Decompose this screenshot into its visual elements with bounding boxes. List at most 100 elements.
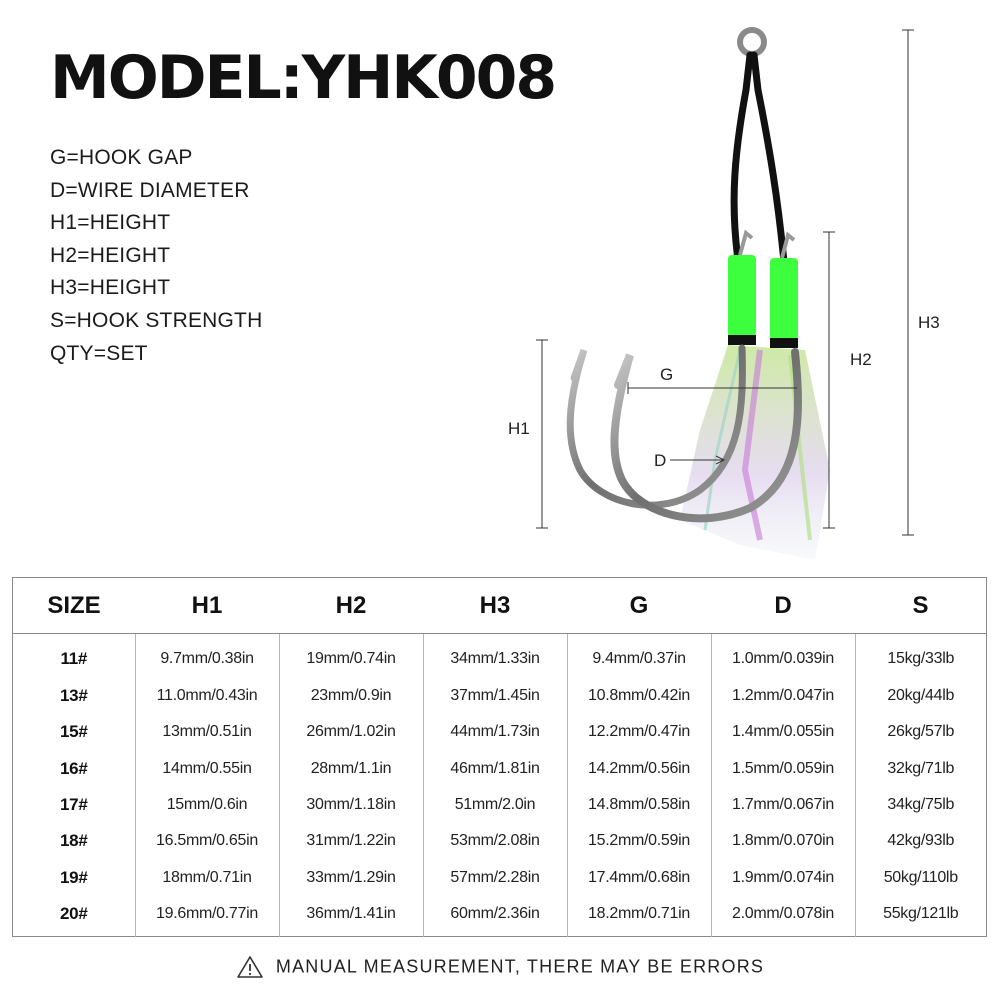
cell-g: 17.4mm/0.68in [567,859,712,896]
thread-wrap-right-icon [770,258,798,340]
table-row: 11# 9.7mm/0.38in 19mm/0.74in 34mm/1.33in… [12,633,987,678]
table-row: 13# 11.0mm/0.43in 23mm/0.9in 37mm/1.45in… [12,678,987,715]
h1-label: H1 [508,419,530,438]
cell-d: 1.7mm/0.067in [711,786,856,824]
legend-item-g: G=HOOK GAP [50,146,193,169]
model-title: MODEL:YHK008 [50,43,557,113]
cell-d: 1.4mm/0.055in [711,714,856,751]
hook-front-icon [610,348,802,523]
table-row: 20# 19.6mm/0.77in 36mm/1.41in 60mm/2.36i… [12,895,987,937]
cell-h2: 23mm/0.9in [279,678,424,715]
cell-d: 1.0mm/0.039in [711,633,856,678]
disclaimer-footer: MANUAL MEASUREMENT, THERE MAY BE ERRORS [0,955,1000,979]
thread-knot-left-icon [728,335,756,345]
g-dimension-line [627,382,797,394]
legend-item-h3: H3=HEIGHT [50,276,171,300]
cell-h2: 33mm/1.29in [279,859,424,896]
disclaimer-text: MANUAL MEASUREMENT, THERE MAY BE ERRORS [275,956,765,977]
cell-d: 1.5mm/0.059in [711,750,856,787]
solid-ring-icon [737,27,767,57]
thread-wrap-left-icon [728,255,756,337]
legend-item-d: D=WIRE DIAMETER [50,178,250,202]
flash-skirt-icon [680,345,830,560]
cell-s: 26kg/57lb [887,723,955,741]
table-row: 17# 15mm/0.6in 30mm/1.18in 51mm/2.0in 14… [12,786,987,824]
hook-diagram: H1 H2 H3 G D [508,27,940,560]
h2-dimension-line [823,231,835,529]
cell-s: 55kg/121lb [883,904,959,922]
cell-h2: 31mm/1.22in [279,823,424,860]
cell-d: 1.2mm/0.047in [711,678,856,715]
cell-d: 1.8mm/0.070in [711,823,856,860]
spec-table: SIZE H1 H2 H3 G D S 11# 9.7mm/0.38in 19m… [12,577,987,938]
header-size: SIZE [12,577,135,634]
cell-h3: 53mm/2.08in [423,823,568,860]
cell-h1: 15mm/0.6in [135,786,280,824]
cell-h1: 16.5mm/0.65in [135,823,280,860]
cell-g: 18.2mm/0.71in [567,895,712,937]
cell-h1: 18mm/0.71in [135,859,280,896]
cell-s: 34kg/75lb [887,796,955,814]
header-h3: H3 [423,577,567,634]
cell-size: 13# [12,678,136,715]
cell-h2: 30mm/1.18in [279,786,424,824]
header-g: G [567,577,711,634]
legend-list: G=HOOK GAP D=WIRE DIAMETER H1=HEIGHT H2=… [50,145,262,373]
assist-cord-icon [730,51,788,266]
table-row: 19# 18mm/0.71in 33mm/1.29in 57mm/2.28in … [12,859,987,896]
d-label: D [654,451,666,470]
h3-label: H3 [918,313,940,332]
cell-h3: 34mm/1.33in [423,633,568,678]
table-row: 16# 14mm/0.55in 28mm/1.1in 46mm/1.81in 1… [12,750,987,787]
cell-h1: 9.7mm/0.38in [135,633,280,678]
thread-knot-right-icon [770,338,798,348]
legend-item-qty: QTY=SET [50,341,148,365]
cell-d: 2.0mm/0.078in [711,895,856,937]
cell-size: 15# [12,714,136,751]
table-row: 18# 16.5mm/0.65in 31mm/1.22in 53mm/2.08i… [12,823,987,860]
header-h2: H2 [279,577,423,634]
cell-h3: 46mm/1.81in [423,750,568,787]
h1-dimension-line [536,339,548,529]
cell-s: 15kg/33lb [887,650,955,667]
cell-g: 12.2mm/0.47in [567,714,712,751]
g-label: G [660,365,673,384]
cell-h1: 14mm/0.55in [135,750,280,787]
legend-item-h2: H2=HEIGHT [50,243,171,267]
cell-size: 18# [12,823,136,860]
cell-h2: 36mm/1.41in [279,895,424,937]
cell-h3: 44mm/1.73in [423,714,568,751]
cell-d: 1.9mm/0.074in [711,859,856,896]
header-d: D [711,577,855,634]
table-row: 15# 13mm/0.51in 26mm/1.02in 44mm/1.73in … [12,714,987,751]
cell-g: 15.2mm/0.59in [567,823,712,860]
cell-g: 10.8mm/0.42in [567,678,712,715]
cell-g: 14.2mm/0.56in [567,750,712,787]
cell-h3: 51mm/2.0in [423,786,568,824]
d-indicator-line [670,455,726,465]
cell-h2: 19mm/0.74in [279,633,424,678]
table-header-row: SIZE H1 H2 H3 G D S [12,577,987,634]
cell-h1: 19.6mm/0.77in [135,895,280,937]
cell-s: 20kg/44lb [887,687,955,705]
cell-h1: 13mm/0.51in [135,714,280,751]
cell-s: 42kg/93lb [887,832,955,850]
cell-size: 19# [12,859,136,896]
h2-label: H2 [850,350,872,369]
cell-g: 14.8mm/0.58in [567,786,712,824]
cell-s: 50kg/110lb [883,868,958,886]
legend-item-s: S=HOOK STRENGTH [50,308,263,332]
cell-g: 9.4mm/0.37in [567,633,712,678]
header-h1: H1 [135,577,279,634]
cell-h3: 60mm/2.36in [423,895,568,937]
cell-size: 17# [12,786,136,824]
cell-s: 32kg/71lb [887,759,955,777]
warning-triangle-icon [237,956,263,978]
cell-h3: 37mm/1.45in [423,678,568,715]
cell-h2: 26mm/1.02in [279,714,424,751]
legend-item-h1: H1=HEIGHT [50,211,171,235]
hook-back-icon [566,344,746,509]
cell-size: 16# [12,750,136,787]
h3-dimension-line [902,29,914,536]
header-s: S [855,577,987,634]
